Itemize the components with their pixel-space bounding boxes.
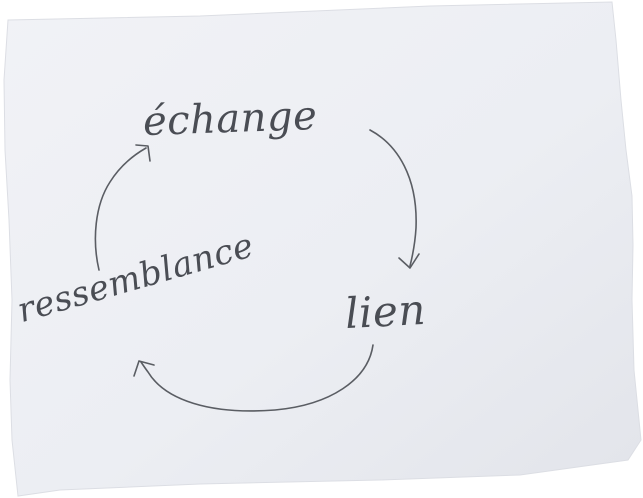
node-lien: lien <box>343 284 428 339</box>
arrow-lien-to-ressemblance <box>140 344 374 412</box>
arrowhead-echange <box>135 144 151 162</box>
node-echange: échange <box>142 92 318 146</box>
arrowhead-ressemblance <box>133 360 155 377</box>
paper-shape <box>3 1 642 497</box>
arrow-echange-to-lien <box>369 129 417 267</box>
arrowhead-lien <box>398 253 420 269</box>
arrow-ressemblance-to-echange <box>94 147 147 271</box>
